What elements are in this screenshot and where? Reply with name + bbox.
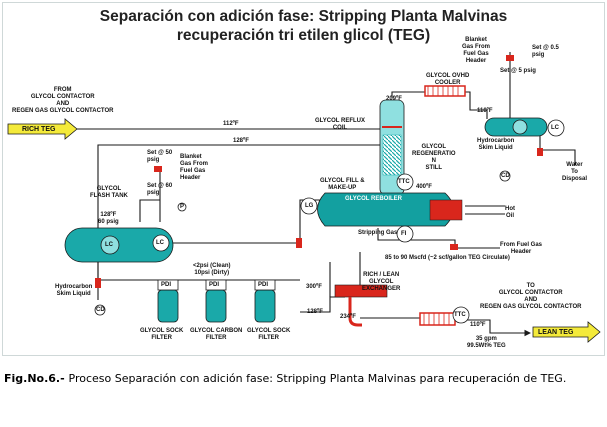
water-line [539,133,576,165]
label-fi: FI [401,231,407,237]
lg-bubble [300,197,318,215]
valve-skim-left [95,278,101,288]
ttc-bottom-bubble [452,306,470,324]
label-t-110-top: 110ºF [477,108,493,114]
label-cd-left: CD [96,307,105,313]
still-overhead-line [391,91,488,119]
label-lc-flash: LC [105,242,113,248]
lean-cooler [419,312,456,326]
label-lg: LG [305,203,314,209]
carbon-filter-body [205,289,227,323]
blanket-left-line-2 [139,199,160,222]
lean-line-2 [455,319,532,337]
label-pdi-1: PDI [161,282,172,288]
label-t-110-bottom: 110ºF [470,322,486,328]
label-t-209: 209ºF [386,96,402,102]
label-dp-note: <2psi (Clean)10psi (Dirty) [193,263,231,276]
caption-text: Proceso Separación con adición fase: Str… [68,372,567,385]
lean-cooler-fins [423,313,450,325]
lean-teg-arrow [532,321,601,343]
lc-flash-bubble [100,235,120,255]
exchanger-u-tube [348,297,362,327]
sock-filter-1-body [157,289,179,323]
label-t-400: 400ºF [416,184,432,190]
label-pdi-2: PDI [209,282,220,288]
ovhd-cooler [424,85,466,97]
label-ttc-top: TTC [398,179,410,185]
ovhd-cooler-fins [427,86,459,96]
valve-coil-return [296,238,302,248]
lc-right-bubble [547,119,565,137]
reboiler-firetube [429,199,463,221]
rich-lean-exchanger [334,284,388,298]
lc-drum-bubble [512,119,528,135]
label-lean-teg: LEAN TEG [538,329,574,336]
valve-water [537,148,543,156]
fi-bubble [396,225,414,243]
label-set-5: Set @ 5 psig [500,68,536,74]
label-glycol-fill-makeup: GLYCOL FILL &MAKE-UP [320,178,365,191]
label-rich-teg: RICH TEG [22,126,56,133]
label-t-128-top: 128ºF [233,138,249,144]
valve-stripping-gas [450,244,458,250]
stripping-gas-line [377,228,500,249]
flash-gas-line [170,199,330,244]
label-t-300: 300ºF [306,284,322,290]
p-bubble [177,202,187,212]
label-t-112: 112ºF [223,121,239,127]
diagram-title-line-2: recuperación tri etilen glicol (TEG) [176,27,431,44]
label-cd-right: CD [501,173,510,179]
cd-left-bubble [94,304,106,316]
coil-return-line [97,144,380,228]
pdi-2-box [205,279,227,291]
glycol-reboiler [317,192,454,227]
ttc-top-bubble [396,173,414,191]
still-packing [382,134,402,176]
valve-blanket-right [506,55,514,61]
cd-right-bubble [499,170,511,182]
label-lc-flash-side: LC [156,240,164,246]
valve-blanket-left [154,166,162,172]
label-lc-right: LC [551,125,559,131]
label-t-128-bottom: 128ºF [307,309,323,315]
rich-teg-arrow [7,118,78,140]
caption-label: Fig.No.6.- [4,372,69,385]
label-stripping-gas: Stripping Gas [358,230,398,236]
sock-filter-2-body [254,289,276,323]
figure-caption: Fig.No.6.- Proceso Separación con adició… [4,369,604,388]
label-t-234: 234ºF [340,314,356,320]
lc-flash-side-bubble [152,234,170,252]
diagram-title-line-1: Separación con adición fase: Stripping P… [99,8,508,25]
pdi-1-box [157,279,179,291]
label-ttc-bottom: TTC [454,312,466,318]
pdi-3-box [254,279,276,291]
label-p: P [180,204,185,210]
label-pdi-3: PDI [258,282,269,288]
process-diagram [7,52,601,343]
label-glycol-reboiler: GLYCOL REBOILER [345,196,403,202]
label-scf-note: 85 to 90 Mscfd (~2 scf/gallon TEG Circul… [385,255,510,261]
